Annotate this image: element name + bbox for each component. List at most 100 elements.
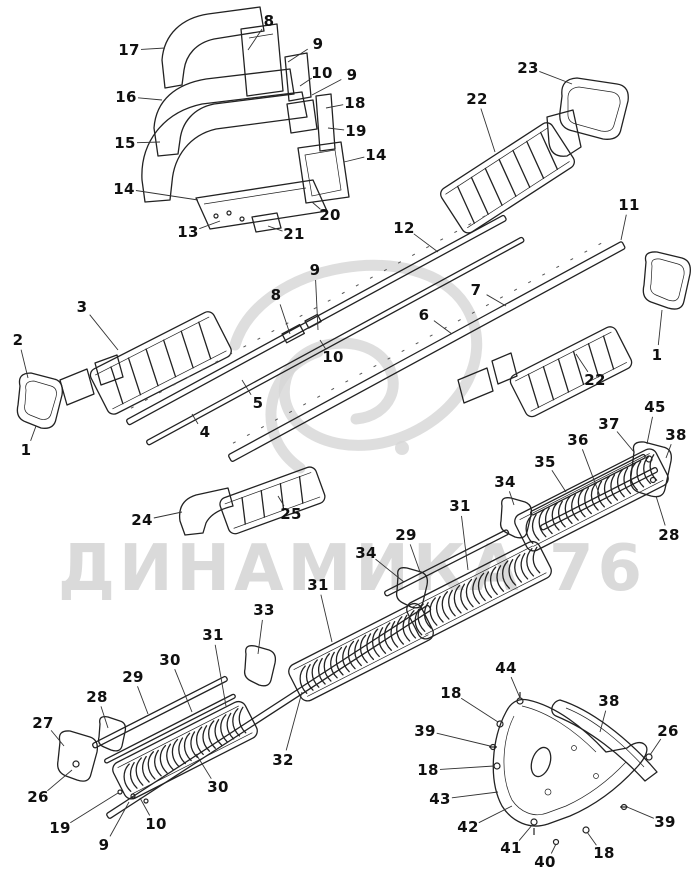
diagram-line — [226, 712, 235, 740]
watermark-swirl-2 — [265, 346, 324, 474]
bolt-45 — [645, 455, 653, 463]
diagram-line — [530, 362, 628, 412]
watermark-dot — [395, 441, 409, 455]
leader-line — [649, 738, 662, 756]
diagram-line — [330, 651, 338, 679]
diagram-line — [470, 176, 489, 215]
diagram-line — [396, 616, 405, 645]
leader-line — [277, 495, 285, 507]
bolt-18a — [496, 720, 504, 728]
leader-line — [285, 691, 303, 751]
diagram-line — [526, 548, 535, 577]
diagram-line — [544, 507, 553, 535]
diagram-line — [390, 620, 399, 648]
part-2-cap-inner — [24, 380, 57, 420]
part-20-plate — [297, 141, 350, 204]
diagram-line — [89, 311, 232, 415]
diagram-line — [224, 472, 312, 505]
leader-line — [137, 686, 149, 715]
diagram-line — [95, 316, 210, 376]
diagram-line — [219, 466, 326, 535]
bracket-right-b — [491, 352, 518, 385]
leader-line — [508, 491, 515, 506]
diagram-line — [520, 552, 529, 580]
leader-line — [299, 77, 312, 87]
diagram-line — [145, 348, 159, 387]
diagram-line — [603, 475, 612, 505]
leader-line — [287, 48, 308, 63]
diagram-line — [232, 708, 241, 737]
part-42-inner-edge — [521, 705, 597, 753]
leader-line — [518, 823, 534, 841]
diagram-line — [198, 321, 212, 360]
diagram-line — [171, 738, 180, 768]
bracket-right-a — [457, 367, 494, 404]
diagram-line — [241, 496, 246, 525]
diagram-line — [129, 762, 138, 789]
diagram-line — [557, 358, 570, 393]
part-25-bracket — [219, 466, 326, 535]
clip-8-mid — [281, 323, 306, 344]
leader-line — [657, 309, 663, 346]
leader-line — [153, 511, 183, 519]
bolt-41 — [530, 818, 538, 826]
diagram-line — [616, 468, 625, 498]
diagram-line — [602, 335, 615, 370]
part-22-pad-top — [440, 122, 575, 234]
diagram-line — [311, 659, 320, 688]
diagram-line — [484, 167, 503, 206]
leader-line — [135, 190, 199, 201]
part-23-cap — [559, 77, 629, 140]
diagram-line — [112, 700, 258, 800]
diagram-line — [441, 591, 450, 620]
diagram-line — [195, 726, 204, 756]
leader-line — [199, 220, 221, 230]
leader-line — [315, 279, 319, 331]
tread-lower-30-31 — [112, 700, 258, 800]
part-34-cap-mid — [395, 567, 429, 609]
diagram-line — [572, 350, 585, 386]
bolt-28-right — [649, 476, 657, 484]
leader-line — [461, 515, 469, 571]
leader-line — [551, 469, 567, 493]
diagram-line — [445, 127, 548, 195]
diagram-line — [112, 350, 227, 410]
diagram-line — [317, 657, 326, 685]
leader-line — [626, 806, 654, 819]
part-8-plate — [240, 23, 284, 97]
bolt-26-right — [645, 753, 653, 761]
diagram-line — [359, 634, 368, 664]
leader-line — [319, 339, 327, 350]
rail-6-7-11 — [228, 238, 626, 462]
leader-line — [139, 797, 151, 816]
diagram-line — [526, 140, 545, 179]
leader-line — [586, 831, 597, 846]
leader-line — [665, 444, 672, 459]
leader-line — [100, 706, 109, 729]
bracket-slot — [530, 746, 552, 778]
leader-line — [174, 669, 193, 713]
part-16-frame — [153, 68, 295, 157]
diagram-line — [371, 628, 380, 658]
leader-line — [478, 805, 513, 824]
diagram-line — [163, 339, 177, 378]
leader-line — [257, 619, 263, 655]
diagram-line — [293, 607, 415, 671]
bracket-hole-b — [571, 745, 577, 751]
diagram-line — [135, 757, 144, 786]
part-22-pad-right — [509, 326, 633, 418]
diagram-line — [110, 366, 124, 405]
diagram-line — [190, 731, 199, 759]
diagram-line — [141, 755, 150, 783]
leader-line — [433, 320, 453, 335]
diagram-line — [166, 743, 174, 771]
leader-line — [214, 644, 227, 707]
diagram-line — [512, 149, 531, 188]
diagram-line — [260, 490, 266, 518]
watermark-text: ДИНАМИКА 76 — [58, 532, 646, 606]
leader-line — [539, 70, 573, 85]
diagram-line — [453, 584, 462, 614]
diagram-line — [590, 482, 599, 511]
